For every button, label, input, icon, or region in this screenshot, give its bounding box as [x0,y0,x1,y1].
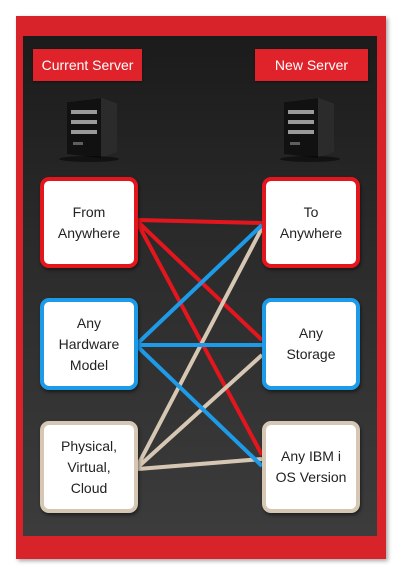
node-any-ibm-i-os-version: Any IBM i OS Version [262,421,360,513]
connector-from-anywhere-any-ibm-i-os-version [136,223,264,456]
node-physical-virtual-cloud: Physical, Virtual, Cloud [40,421,138,513]
node-from-anywhere: From Anywhere [40,177,138,268]
connector-physical-any-storage [136,353,264,469]
connector-from-anywhere-to-anywhere [137,218,263,225]
connector-hardware-to-anywhere [136,223,264,345]
connector-hardware-any-ibm-i-os-version [136,345,264,468]
node-to-anywhere: To Anywhere [262,177,360,268]
server-tower-icon [59,98,119,162]
connector-from-anywhere-any-storage [136,220,264,342]
connector-physical-any-ibm-i-os-version [137,457,263,471]
new-server-header: New Server [255,49,368,81]
node-any-hardware-model: Any Hardware Model [40,298,138,390]
current-server-header: Current Server [33,49,142,81]
node-any-storage: Any Storage [262,298,360,390]
server-tower-icon [280,98,340,162]
